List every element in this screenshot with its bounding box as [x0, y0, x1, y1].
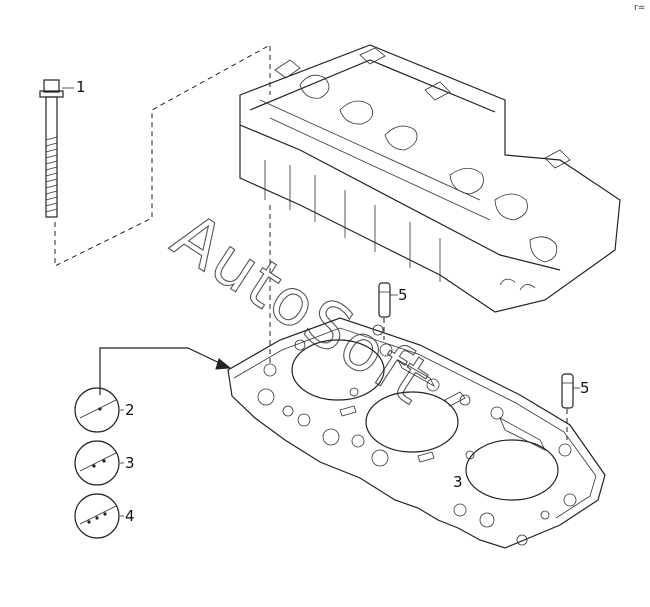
callout-4: 4 — [125, 507, 135, 525]
dowel-pin-right — [561, 373, 580, 440]
gasket-variant-2 — [74, 387, 124, 433]
callout-5-right: 5 — [580, 379, 590, 397]
gasket-variant-4 — [74, 493, 124, 539]
bolt-leader-line — [54, 44, 271, 267]
corner-mark: r= — [634, 3, 645, 13]
head-bolt — [39, 79, 74, 218]
cylinder-head — [239, 44, 621, 313]
callout-2: 2 — [125, 401, 135, 419]
gasket-variant-3 — [74, 440, 124, 486]
watermark: AutoSoft — [159, 199, 443, 419]
head-gasket — [227, 317, 606, 549]
callout-5-left: 5 — [398, 286, 408, 304]
callout-3: 3 — [125, 454, 135, 472]
variant-leader-line — [99, 347, 231, 395]
cylinder-mark: 3 — [453, 473, 463, 491]
dowel-pin-left — [378, 282, 398, 340]
leader-arrowhead — [215, 358, 232, 370]
callout-1: 1 — [76, 78, 86, 96]
